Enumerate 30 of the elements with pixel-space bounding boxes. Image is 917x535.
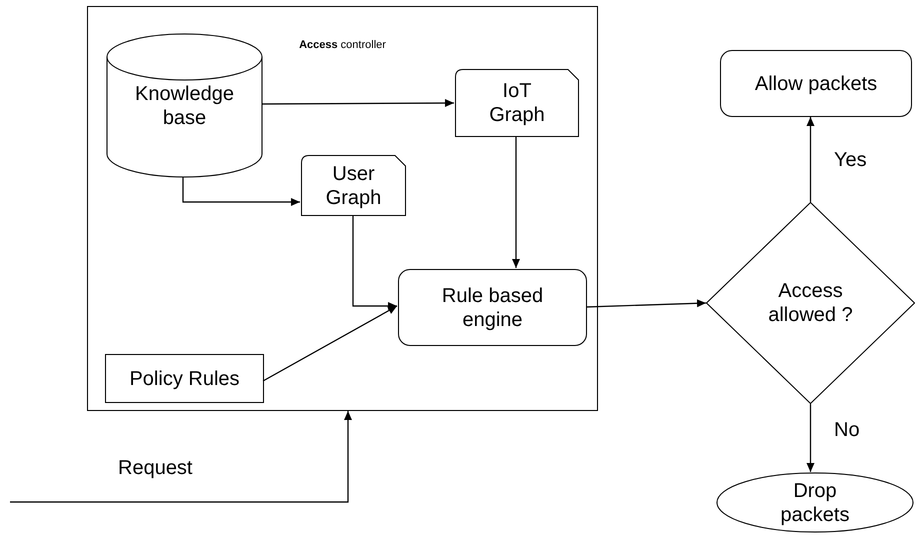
edge-label: Request [118, 458, 192, 478]
arrow [512, 136, 520, 268]
decision-diamond [706, 202, 915, 404]
edge-label: Yes [834, 150, 867, 170]
process-box [105, 354, 264, 403]
node-label: IoT Graph [488, 79, 546, 127]
terminal-ellipse [716, 472, 914, 533]
node-label: Rule based engine [440, 284, 544, 332]
node-label: Knowledge base [134, 82, 235, 130]
arrow [806, 404, 814, 472]
container-box [87, 6, 598, 411]
process-box [301, 155, 406, 216]
edge-label: No [834, 420, 860, 440]
arrow [806, 117, 814, 202]
node-label: Access allowed ? [767, 279, 854, 327]
arrow [586, 299, 706, 308]
arrow [262, 305, 398, 382]
arrow [182, 177, 300, 206]
process-box [398, 269, 587, 346]
database-cylinder [106, 33, 263, 178]
container-title: Access controller [299, 38, 386, 53]
arrow [262, 99, 454, 108]
node-label: Allow packets [754, 72, 878, 96]
process-box [455, 69, 579, 137]
node-label: User Graph [324, 162, 382, 210]
arrow [352, 215, 397, 310]
terminal-box [720, 50, 912, 117]
node-label: Drop packets [780, 478, 850, 526]
node-label: Policy Rules [129, 366, 240, 390]
arrow [10, 411, 352, 503]
